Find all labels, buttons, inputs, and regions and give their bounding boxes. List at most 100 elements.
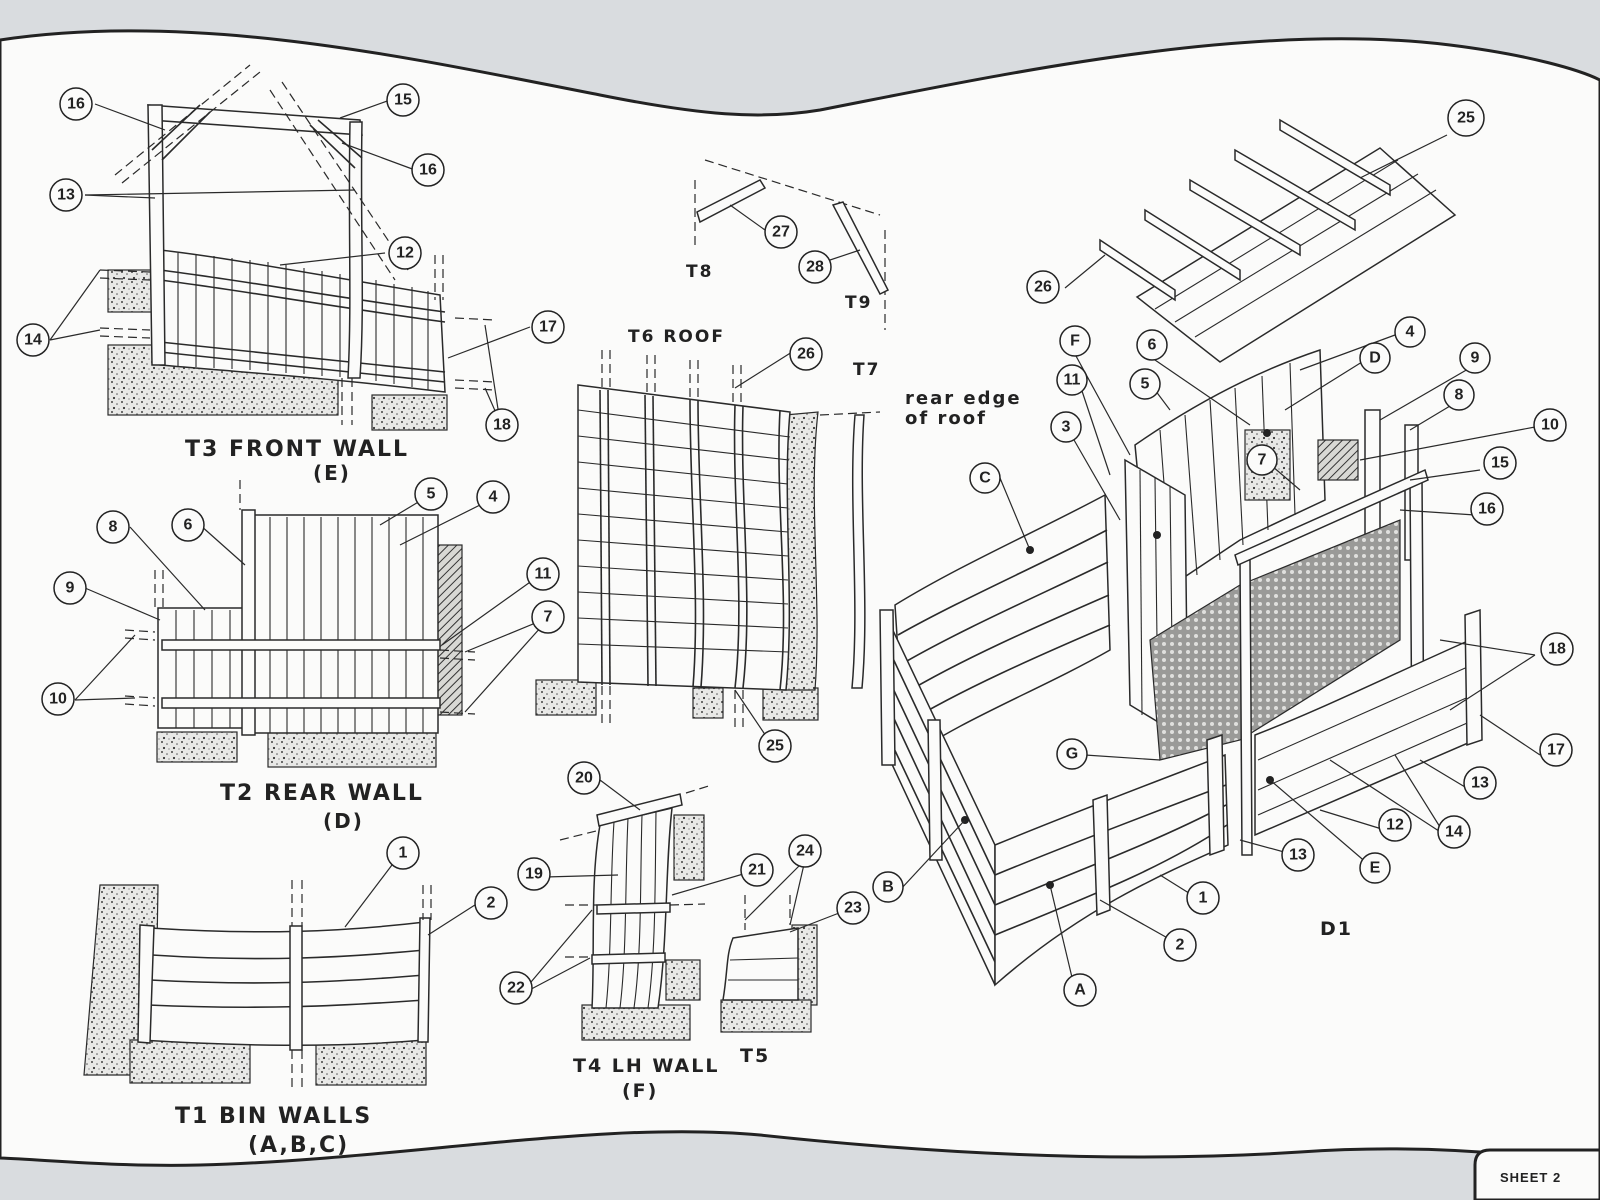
svg-text:11: 11	[1064, 372, 1081, 389]
svg-text:9: 9	[1471, 350, 1480, 367]
svg-text:12: 12	[1386, 817, 1404, 834]
callout-12-d1: 12	[1378, 808, 1412, 842]
callout-13-d1a: 13	[1463, 766, 1497, 800]
callout-18-d1: 18	[1540, 632, 1574, 666]
callout-23: 23	[836, 891, 870, 925]
callout-8-t2: 8	[96, 510, 130, 544]
callout-7-d1: 7	[1246, 444, 1278, 476]
callout-25-t6: 25	[758, 729, 792, 763]
svg-text:16: 16	[67, 96, 85, 113]
callout-D: D	[1359, 342, 1391, 374]
callout-7-t2: 7	[531, 600, 565, 634]
svg-text:16: 16	[419, 162, 437, 179]
svg-text:2: 2	[487, 895, 496, 912]
t1-title: T1 BIN WALLS	[175, 1104, 372, 1129]
svg-text:18: 18	[1548, 641, 1566, 658]
t3-subtitle: (E)	[313, 461, 351, 485]
d1-assembly-drawing	[879, 118, 1541, 991]
svg-text:12: 12	[396, 245, 414, 262]
callout-20: 20	[567, 761, 601, 795]
svg-text:13: 13	[1289, 847, 1307, 864]
svg-text:16: 16	[1478, 501, 1496, 518]
svg-text:8: 8	[1455, 387, 1464, 404]
callout-28: 28	[798, 250, 832, 284]
callout-13-t3: 13	[49, 178, 83, 212]
callout-11-d1: 11	[1056, 364, 1088, 396]
svg-text:13: 13	[57, 187, 75, 204]
callout-F: F	[1059, 325, 1091, 357]
callout-4-d1: 4	[1394, 316, 1426, 348]
svg-text:13: 13	[1471, 775, 1489, 792]
svg-text:8: 8	[109, 519, 118, 536]
sheet-tab-shape	[1473, 1148, 1600, 1200]
t1-bin-walls-drawing	[83, 856, 479, 1090]
t8-title: T8	[686, 262, 713, 282]
t7-title: T7	[853, 360, 880, 380]
svg-text:10: 10	[49, 691, 67, 708]
svg-text:19: 19	[525, 866, 543, 883]
rear-edge-label-line1: rear edge	[905, 388, 1022, 409]
t3-front-wall-drawing	[49, 64, 531, 431]
callout-10-t2: 10	[41, 682, 75, 716]
callout-15-d1: 15	[1483, 446, 1517, 480]
svg-text:15: 15	[394, 92, 412, 109]
svg-text:24: 24	[796, 843, 814, 860]
callout-1-t1: 1	[386, 836, 420, 870]
callout-9-d1: 9	[1459, 342, 1491, 374]
svg-text:14: 14	[24, 332, 42, 349]
svg-text:25: 25	[1457, 110, 1475, 127]
callout-18-t3: 18	[485, 408, 519, 442]
callout-12-t3: 12	[388, 236, 422, 270]
callout-26-t6: 26	[789, 337, 823, 371]
callout-10-d1: 10	[1533, 408, 1567, 442]
callout-25-d1: 25	[1447, 99, 1485, 137]
t2-rear-wall-drawing	[74, 480, 551, 768]
callout-27: 27	[764, 215, 798, 249]
sheet-label: SHEET 2	[1500, 1170, 1561, 1185]
t6-title: T6 ROOF	[628, 327, 725, 347]
d1-title: D1	[1320, 918, 1353, 940]
svg-text:14: 14	[1445, 824, 1463, 841]
svg-text:B: B	[882, 879, 894, 896]
callout-G: G	[1056, 738, 1088, 770]
callout-16-t3a: 16	[59, 87, 93, 121]
svg-text:7: 7	[1258, 452, 1267, 469]
callout-15-t3: 15	[386, 83, 420, 117]
callout-5-d1: 5	[1129, 368, 1161, 400]
svg-text:27: 27	[772, 224, 790, 241]
callout-3-d1: 3	[1050, 411, 1082, 443]
callout-1-d1: 1	[1186, 881, 1220, 915]
callout-13-d1b: 13	[1281, 838, 1315, 872]
t1-subtitle: (A,B,C)	[248, 1133, 349, 1158]
t2-subtitle: (D)	[323, 809, 364, 833]
t6-roof-drawing	[535, 159, 890, 743]
callout-14-t3: 14	[16, 323, 50, 357]
callout-17-d1: 17	[1539, 733, 1573, 767]
svg-text:20: 20	[575, 770, 593, 787]
svg-text:5: 5	[427, 486, 436, 503]
svg-text:25: 25	[766, 738, 784, 755]
t9-title: T9	[845, 293, 872, 313]
t5-title: T5	[740, 1045, 770, 1067]
svg-text:17: 17	[539, 319, 557, 336]
svg-text:21: 21	[748, 862, 766, 879]
t4-lh-wall-drawing	[519, 779, 751, 1041]
svg-text:1: 1	[1199, 890, 1208, 907]
svg-text:18: 18	[493, 417, 511, 434]
callout-5-t2: 5	[414, 477, 448, 511]
svg-text:C: C	[979, 470, 991, 487]
callout-24: 24	[788, 834, 822, 868]
t5-drawing	[720, 859, 853, 1033]
svg-text:23: 23	[844, 900, 862, 917]
svg-text:G: G	[1066, 746, 1078, 763]
callout-6-d1: 6	[1136, 329, 1168, 361]
callout-8-d1: 8	[1443, 379, 1475, 411]
callout-9-t2: 9	[53, 571, 87, 605]
svg-text:1: 1	[399, 845, 408, 862]
callout-6-t2: 6	[171, 508, 205, 542]
callout-16-d1: 16	[1470, 492, 1504, 526]
svg-text:6: 6	[1148, 337, 1157, 354]
svg-text:26: 26	[797, 346, 815, 363]
